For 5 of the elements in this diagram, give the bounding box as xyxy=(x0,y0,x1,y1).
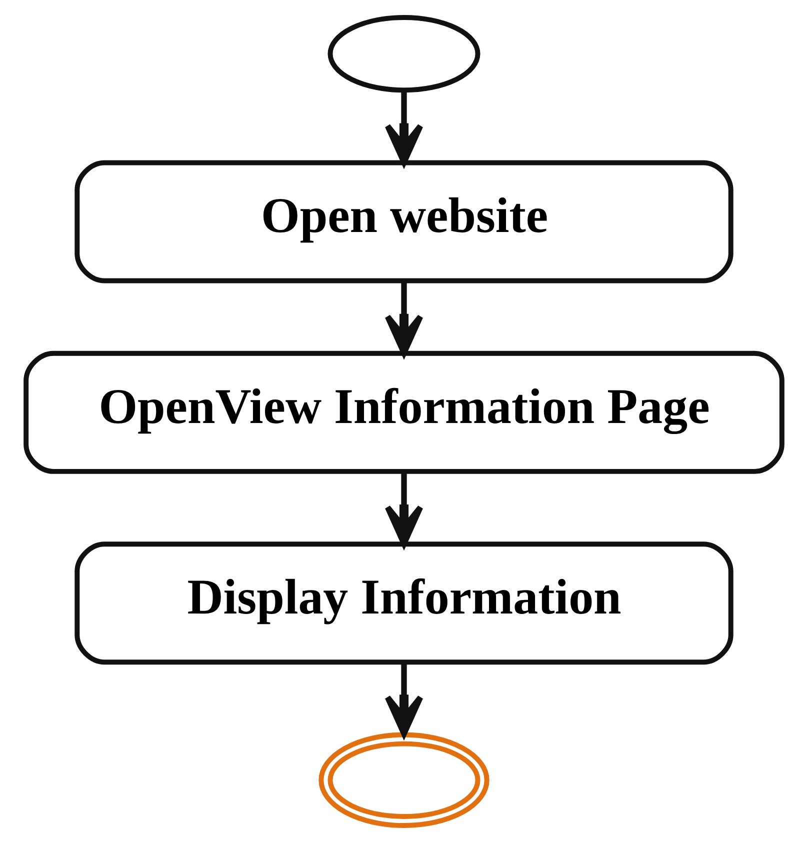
node-box: Open website xyxy=(74,160,733,284)
node-box: OpenView Information Page xyxy=(23,350,784,474)
node-circle xyxy=(327,14,480,93)
node-circle xyxy=(318,732,489,828)
node-box: Display Information xyxy=(74,542,733,665)
